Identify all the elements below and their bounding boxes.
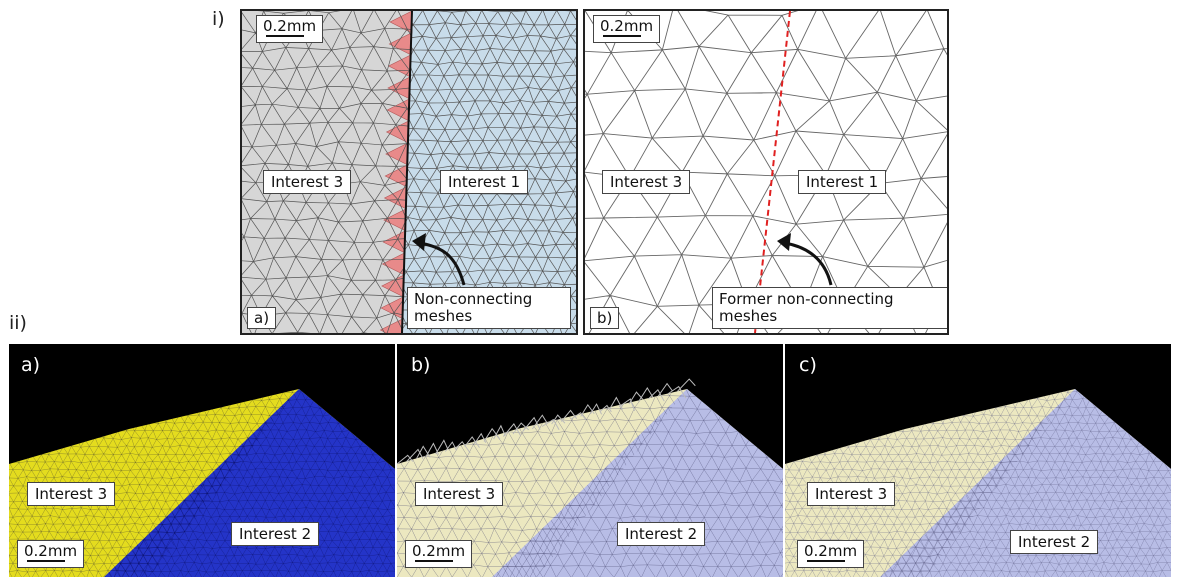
panel-corner-label: a) xyxy=(247,307,277,329)
panel-corner-label: c) xyxy=(799,354,817,376)
scale-line xyxy=(807,560,845,562)
panel-corner-label: a) xyxy=(21,354,41,376)
region-label-interest-2: Interest 2 xyxy=(617,522,706,546)
panel-corner-label: b) xyxy=(411,354,431,376)
region-label-interest-3: Interest 3 xyxy=(807,482,896,506)
scale-line xyxy=(603,35,641,37)
render-c-figure xyxy=(785,344,1171,577)
section-i-label: i) xyxy=(212,8,225,30)
mesh-lines xyxy=(585,11,947,333)
arrow-head xyxy=(412,233,426,251)
scale-bar: 0.2mm xyxy=(17,540,85,568)
region-label-interest-3: Interest 3 xyxy=(263,170,352,194)
former-boundary-line xyxy=(754,11,791,333)
render-b-figure xyxy=(397,344,783,577)
fuzzy-edge xyxy=(397,378,696,465)
scale-label: 0.2mm xyxy=(804,542,858,560)
bottom-panel-a: a) Interest 3 Interest 2 0.2mm xyxy=(9,344,395,577)
region-label-interest-1: Interest 1 xyxy=(440,170,529,194)
scale-line xyxy=(415,560,453,562)
annotation-arrow xyxy=(419,241,466,286)
boundary-line xyxy=(401,11,413,333)
region-label-interest-3: Interest 3 xyxy=(27,482,116,506)
region-label-interest-3: Interest 3 xyxy=(415,482,504,506)
scale-label: 0.2mm xyxy=(412,542,466,560)
scale-label: 0.2mm xyxy=(24,542,78,560)
section-ii-label: ii) xyxy=(9,312,27,334)
region-label-interest-2: Interest 2 xyxy=(1010,530,1099,554)
annotation-arrow xyxy=(784,241,833,286)
top-panel-b: 0.2mm Interest 3 Interest 1 Former non-c… xyxy=(583,9,949,335)
scale-bar: 0.2mm xyxy=(797,540,865,568)
scale-bar: 0.2mm xyxy=(256,15,324,43)
interest-2-surface xyxy=(104,389,395,577)
annotation-non-connecting-meshes: Non-connecting meshes xyxy=(407,287,571,329)
scale-line xyxy=(27,560,65,562)
region-label-interest-3: Interest 3 xyxy=(602,170,691,194)
scale-bar: 0.2mm xyxy=(593,15,661,43)
region-label-interest-2: Interest 2 xyxy=(231,522,320,546)
top-panel-a: 0.2mm Interest 3 Interest 1 Non-connecti… xyxy=(240,9,578,335)
scale-bar: 0.2mm xyxy=(405,540,473,568)
scale-label: 0.2mm xyxy=(600,17,654,35)
bottom-panel-c: c) Interest 3 Interest 2 0.2mm xyxy=(785,344,1171,577)
arrow-head xyxy=(777,233,791,251)
scale-label: 0.2mm xyxy=(263,17,317,35)
panel-corner-label: b) xyxy=(590,307,620,329)
region-label-interest-1: Interest 1 xyxy=(798,170,887,194)
bottom-panel-b: b) Interest 3 Interest 2 0.2mm xyxy=(397,344,783,577)
scale-line xyxy=(266,35,304,37)
annotation-former-non-connecting-meshes: Former non-connecting meshes xyxy=(712,287,947,329)
